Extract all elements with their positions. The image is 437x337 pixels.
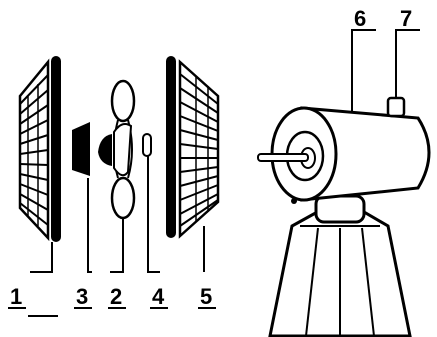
label-rear-guard: 1 bbox=[10, 284, 22, 309]
label-motor-housing: 6 bbox=[354, 6, 366, 31]
motor-housing bbox=[300, 106, 431, 202]
label-blade: 2 bbox=[110, 284, 122, 309]
spinner bbox=[72, 122, 90, 176]
label-blade-cap: 4 bbox=[152, 284, 165, 309]
label-underlines bbox=[8, 307, 216, 317]
label-front-guard: 5 bbox=[200, 284, 212, 309]
neck bbox=[314, 194, 366, 224]
rear-guard-rim bbox=[51, 56, 61, 242]
leader-lines bbox=[30, 29, 420, 273]
label-guard-mount: 7 bbox=[400, 6, 412, 31]
motor-shaft bbox=[257, 153, 309, 162]
label-spinner: 3 bbox=[76, 284, 88, 309]
rear-guard bbox=[18, 56, 61, 242]
motor-assembly bbox=[257, 96, 431, 337]
guard-mount-knob bbox=[386, 96, 406, 118]
front-guard-wires bbox=[179, 73, 219, 227]
fan-blade bbox=[98, 79, 136, 220]
front-guard bbox=[166, 56, 220, 239]
rear-guard-wires bbox=[19, 74, 49, 226]
blade-cap bbox=[142, 133, 152, 157]
front-guard-rim bbox=[166, 56, 176, 238]
